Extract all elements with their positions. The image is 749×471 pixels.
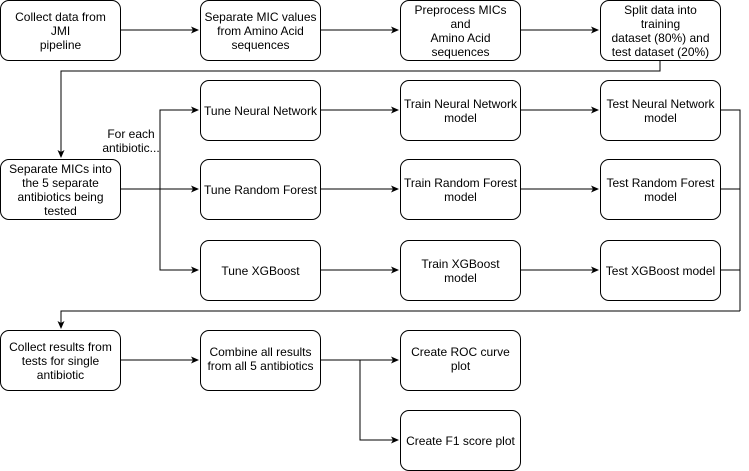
node-tune-xgb-label: Tune XGBoost	[221, 263, 300, 278]
node-test-xgb-label: Test XGBoost model	[605, 263, 716, 278]
node-split-data-label: Split data into training dataset (80%) a…	[611, 2, 710, 59]
node-tune-nn: Tune Neural Network	[200, 80, 321, 141]
node-test-nn: Test Neural Network model	[600, 80, 721, 141]
node-separate-antibiotics: Separate MICs into the 5 separate antibi…	[0, 159, 121, 220]
node-separate-antibiotics-label: Separate MICs into the 5 separate antibi…	[9, 161, 112, 218]
node-train-rf-label: Train Random Forest model	[404, 175, 517, 204]
node-tune-rf-label: Tune Random Forest	[204, 182, 317, 197]
node-collect-jmi: Collect data from JMI pipeline	[0, 0, 121, 61]
node-f1-plot-label: Create F1 score plot	[406, 433, 515, 448]
node-collect-results: Collect results from tests for single an…	[0, 330, 121, 391]
node-tune-xgb: Tune XGBoost	[200, 240, 321, 301]
node-tune-rf: Tune Random Forest	[200, 159, 321, 220]
node-separate-mic-values: Separate MIC values from Amino Acid sequ…	[200, 0, 321, 61]
node-test-rf-label: Test Random Forest model	[606, 175, 715, 204]
node-combine-results: Combine all results from all 5 antibioti…	[200, 330, 321, 391]
node-train-xgb-label: Train XGBoost model	[421, 256, 500, 285]
node-collect-results-label: Collect results from tests for single an…	[9, 339, 112, 382]
edge-merge-to-collect-results	[57, 310, 740, 329]
node-test-rf: Test Random Forest model	[600, 159, 721, 220]
node-preprocess-mics-label: Preprocess MICs and Amino Acid sequences	[414, 2, 507, 59]
node-roc-plot-label: Create ROC curve plot	[411, 345, 510, 373]
node-split-data: Split data into training dataset (80%) a…	[600, 0, 721, 61]
node-train-xgb: Train XGBoost model	[400, 240, 521, 301]
node-combine-results-label: Combine all results from all 5 antibioti…	[207, 345, 314, 373]
edge-split-to-separate-antibiotics	[57, 60, 661, 158]
node-train-rf: Train Random Forest model	[400, 159, 521, 220]
edge-branch-to-tune-xgb	[159, 189, 199, 274]
node-preprocess-mics: Preprocess MICs and Amino Acid sequences	[400, 0, 521, 61]
for-each-antibiotic-label: For each antibiotic...	[102, 127, 160, 155]
edge-combine-to-f1	[359, 360, 399, 444]
node-f1-plot: Create F1 score plot	[400, 410, 521, 471]
node-separate-mic-values-label: Separate MIC values from Amino Acid sequ…	[204, 9, 317, 52]
node-collect-jmi-label: Collect data from JMI pipeline	[15, 9, 106, 52]
edge-test-nn-to-collect	[720, 109, 741, 311]
node-test-xgb: Test XGBoost model	[600, 240, 721, 301]
edge-branch-to-tune-nn	[121, 106, 199, 190]
node-test-nn-label: Test Neural Network model	[606, 96, 715, 125]
node-roc-plot: Create ROC curve plot	[400, 330, 521, 391]
node-tune-nn-label: Tune Neural Network	[204, 103, 317, 118]
node-train-nn-label: Train Neural Network model	[404, 96, 517, 125]
node-train-nn: Train Neural Network model	[400, 80, 521, 141]
